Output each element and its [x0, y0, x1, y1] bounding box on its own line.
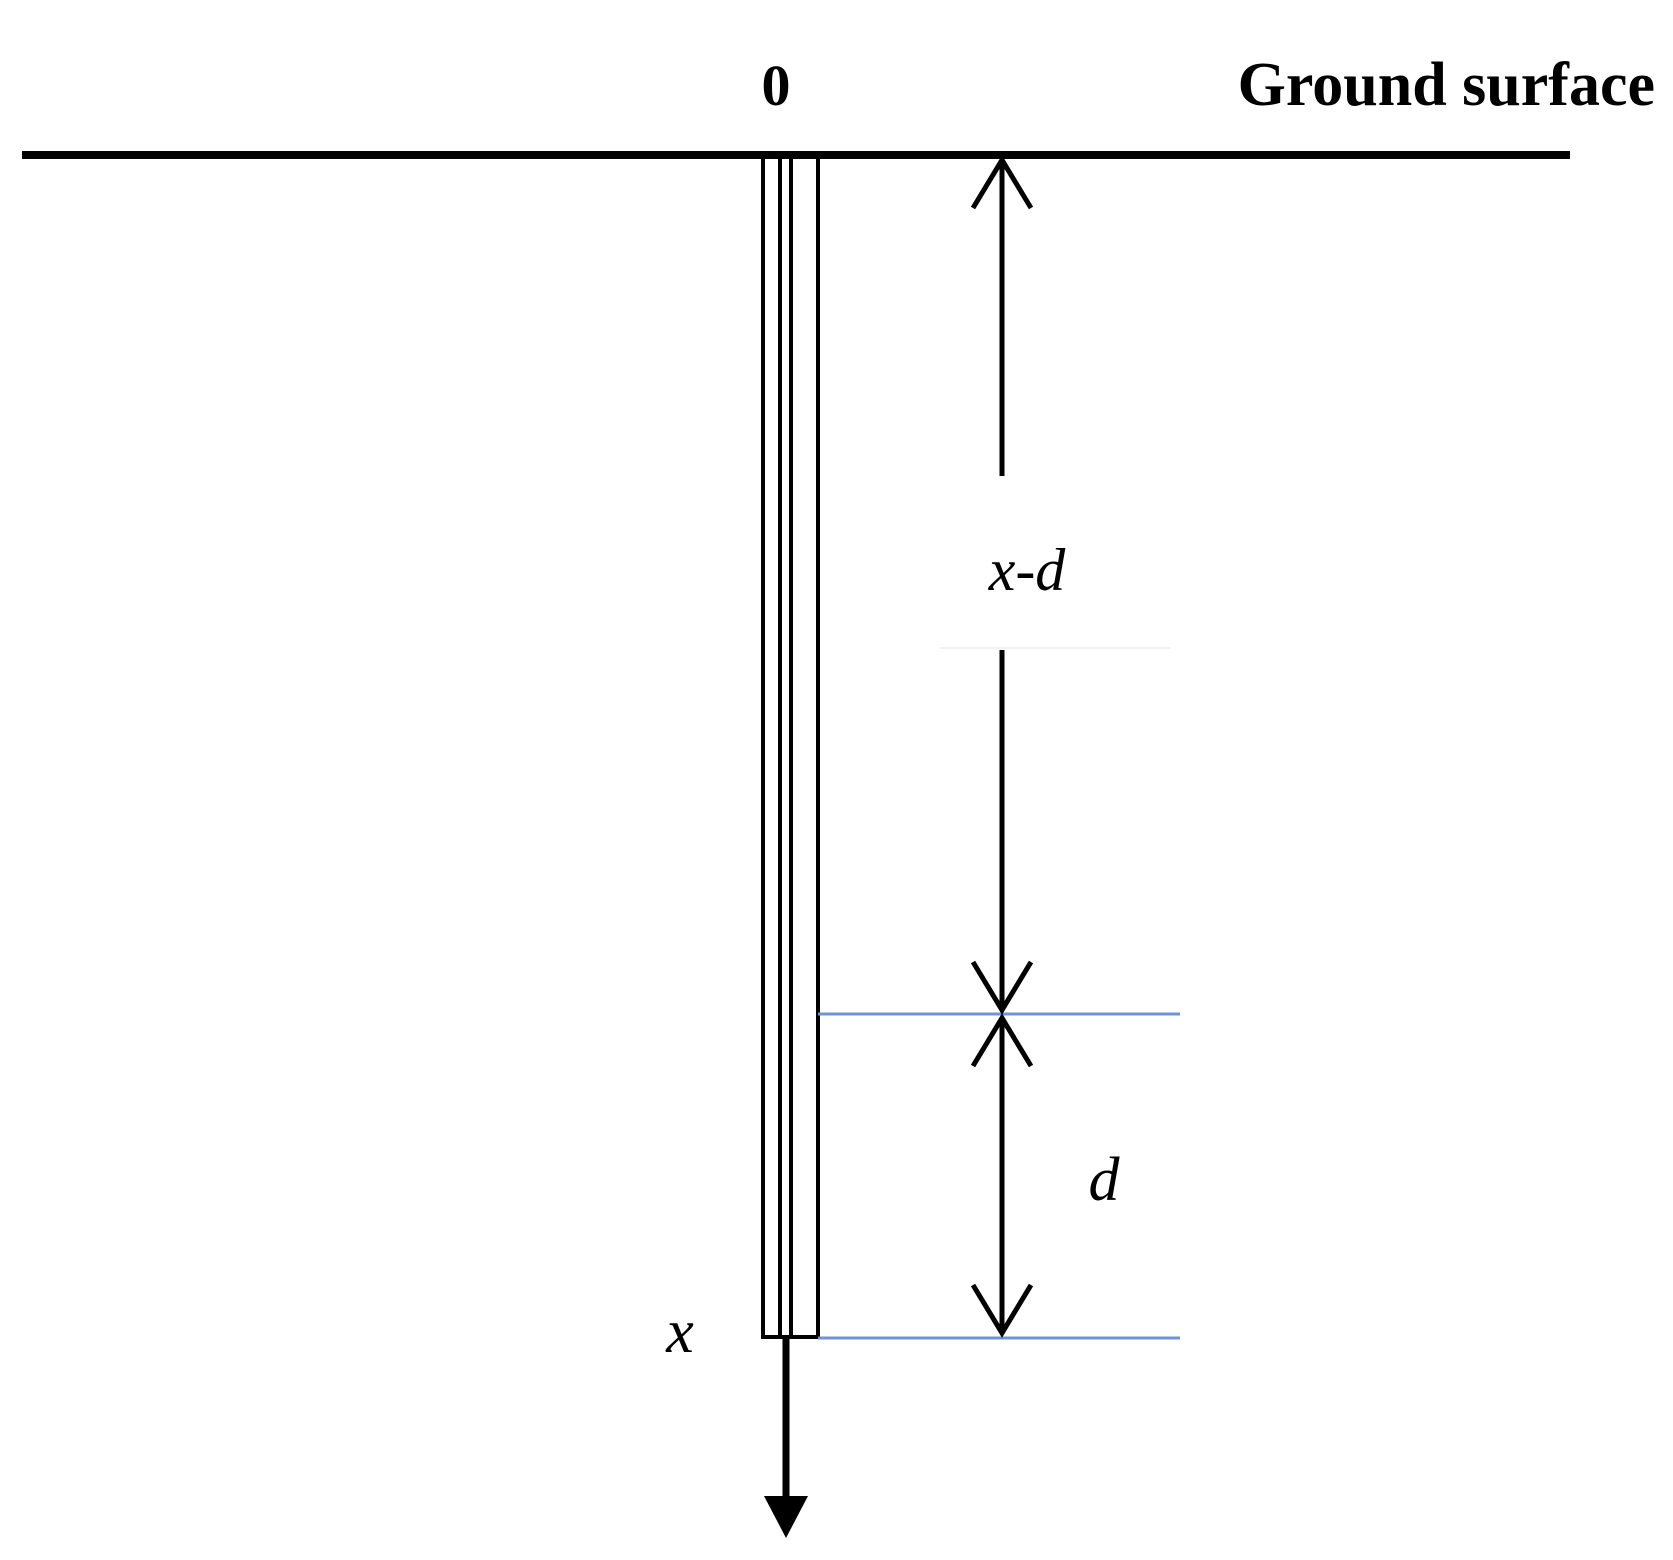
lower-segment-label: d — [1089, 1146, 1121, 1214]
depth-axis-arrowhead — [764, 1496, 808, 1538]
upper-segment-label: x-d — [988, 537, 1067, 603]
arrowhead-upper-top — [970, 155, 1034, 210]
ground-surface-label: Ground surface — [1238, 51, 1655, 119]
arrowhead-lower-bottom — [970, 1283, 1034, 1338]
depth-mark-label: x — [665, 1298, 694, 1366]
pile-inner-rod — [778, 155, 793, 1339]
arrowhead-upper-bottom — [970, 960, 1034, 1015]
arrowhead-lower-top — [970, 1013, 1034, 1068]
origin-label: 0 — [762, 53, 791, 118]
